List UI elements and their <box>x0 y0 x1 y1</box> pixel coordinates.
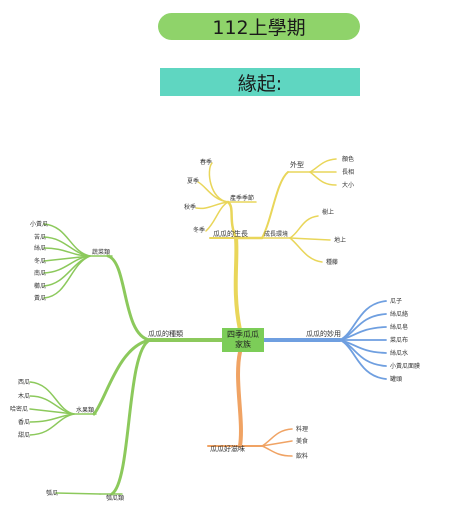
vegetable-item: 苦瓜 <box>34 233 46 241</box>
env-label: 成長環境 <box>264 230 288 238</box>
title-banner: 112上學期 <box>158 13 360 40</box>
taste-item: 料理 <box>296 425 308 433</box>
purpose-item: 罐頭 <box>390 375 402 383</box>
season-leaf-3 <box>195 201 229 210</box>
center-node-line1: 四季瓜瓜 <box>227 330 259 339</box>
branch-label-purpose: 瓜瓜的妙用 <box>306 329 341 338</box>
purpose-item: 絲瓜絡 <box>390 310 408 318</box>
place-leaf-3 <box>289 237 323 263</box>
fruit-item: 甜瓜 <box>18 431 30 439</box>
fruit-leaf-5 <box>29 413 75 436</box>
taste-item: 飲料 <box>296 452 308 460</box>
other-label: 瓠瓜類 <box>106 494 124 502</box>
season-label: 產季季節 <box>230 194 254 202</box>
veg-leaf-3 <box>43 247 91 257</box>
season-item: 秋季 <box>184 203 196 211</box>
branch-line-growth <box>233 236 242 332</box>
connector-fruit <box>92 338 152 416</box>
branch-label-growth: 瓜瓜的生長 <box>213 229 248 238</box>
vegetable-item: 小黃瓜 <box>30 220 48 228</box>
season-item: 夏季 <box>187 177 199 185</box>
shape-item: 長相 <box>342 168 354 176</box>
shape-item: 顏色 <box>342 155 354 163</box>
shape-label: 外型 <box>290 160 304 169</box>
shape-leaf-3 <box>309 171 337 186</box>
place-item: 種藤 <box>326 258 338 266</box>
connector-shape <box>261 171 289 239</box>
vegetable-item: 黃瓜 <box>34 294 46 302</box>
taste-leaf-2 <box>261 440 293 447</box>
vegetable-item: 南瓜 <box>34 269 46 277</box>
place-item: 樹上 <box>322 208 334 216</box>
center-node: 四季瓜瓜 家族 <box>222 328 264 352</box>
purpose-item: 絲瓜皂 <box>390 323 408 331</box>
fruit-leaf-3 <box>29 408 75 415</box>
taste-item: 美食 <box>296 437 308 445</box>
season-leaf-1 <box>208 162 229 203</box>
purpose-item: 絲瓜水 <box>390 349 408 357</box>
purpose-item: 瓜子 <box>390 298 402 305</box>
connector-other <box>110 338 152 496</box>
season-item: 冬季 <box>193 226 205 234</box>
vegetable-item: 櫛瓜 <box>34 282 46 290</box>
branch-line-taste <box>236 350 243 448</box>
branch-label-kinds: 瓜瓜的種類 <box>148 329 183 338</box>
purpose-leaf-7 <box>339 339 387 380</box>
purpose-leaf-3 <box>339 326 387 341</box>
purpose-item: 小黃瓜面膜 <box>390 362 420 370</box>
shape-item: 大小 <box>342 181 354 189</box>
fruit-item: 西瓜 <box>18 379 30 386</box>
vegetable-item: 絲瓜 <box>34 244 46 252</box>
shape-leaf-1 <box>309 158 337 173</box>
place-item: 地上 <box>334 236 346 244</box>
vegetable-item: 冬瓜 <box>34 257 46 265</box>
veg-leaf-4 <box>43 255 91 262</box>
other-item: 瓠瓜 <box>46 489 58 497</box>
place-leaf-1 <box>289 215 319 239</box>
branch-label-taste: 瓜瓜好滋味 <box>210 444 245 453</box>
center-node-line2: 家族 <box>235 340 251 349</box>
fruit-item: 哈密瓜 <box>10 405 28 413</box>
taste-leaf-3 <box>261 445 293 457</box>
veg-leaf-5 <box>43 255 91 274</box>
veg-leaf-7 <box>43 255 91 299</box>
purpose-item: 菜瓜布 <box>390 336 408 344</box>
fruit-item: 香瓜 <box>18 418 30 426</box>
season-item: 春季 <box>200 158 212 166</box>
subtitle-banner: 緣起: <box>160 68 360 96</box>
other-leaf-1 <box>55 492 101 495</box>
page-title: 112上學期 <box>212 17 306 39</box>
vegetable-label: 蔬菜類 <box>92 248 110 256</box>
connector-season <box>226 200 238 240</box>
season-leaf-2 <box>197 181 229 203</box>
season-leaf-4 <box>205 201 229 232</box>
fruit-label: 水果類 <box>76 406 94 414</box>
fruit-item: 木瓜 <box>18 392 30 400</box>
purpose-leaf-1 <box>339 300 387 341</box>
place-leaf-2 <box>289 237 331 241</box>
page-subtitle: 緣起: <box>237 72 283 95</box>
connector-vegetable <box>106 254 152 342</box>
fruit-leaf-4 <box>29 413 75 423</box>
taste-leaf-1 <box>261 428 293 447</box>
